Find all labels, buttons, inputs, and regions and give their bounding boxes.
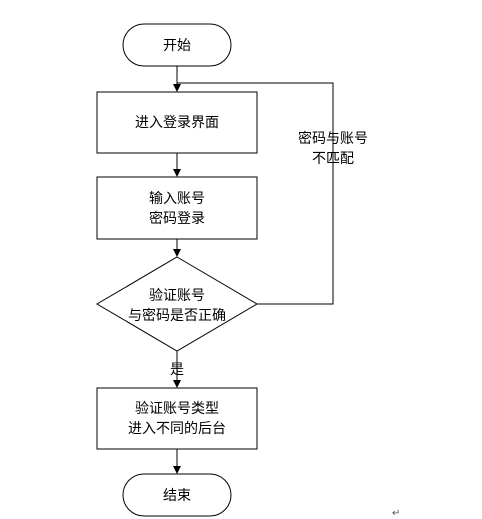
route-backend-process: 验证账号类型 进入不同的后台 [96, 387, 258, 450]
end-label: 结束 [163, 488, 191, 504]
route-label-line2: 进入不同的后台 [128, 421, 226, 437]
enter-login-label: 进入登录界面 [135, 115, 219, 131]
edge-mismatch-loop [177, 82, 334, 305]
end-terminal: 结束 [122, 473, 232, 517]
input-label-line2: 密码登录 [149, 210, 205, 227]
input-credentials-process: 输入账号 密码登录 [96, 176, 258, 240]
start-label: 开始 [163, 38, 191, 54]
mismatch-label-line1: 密码与账号 [298, 130, 368, 147]
yes-label: 是 [170, 362, 184, 378]
enter-login-process: 进入登录界面 [96, 91, 258, 154]
verify-label-line2: 与密码是否正确 [128, 307, 226, 324]
start-terminal: 开始 [122, 23, 232, 67]
paragraph-mark-icon: ↵ [392, 508, 400, 519]
mismatch-label-line2: 不匹配 [312, 151, 354, 167]
verify-decision: 验证账号 与密码是否正确 [96, 256, 258, 352]
input-label-line1: 输入账号 [149, 191, 205, 207]
verify-label-line1: 验证账号 [149, 288, 205, 304]
route-label-line1: 验证账号类型 [135, 401, 219, 417]
